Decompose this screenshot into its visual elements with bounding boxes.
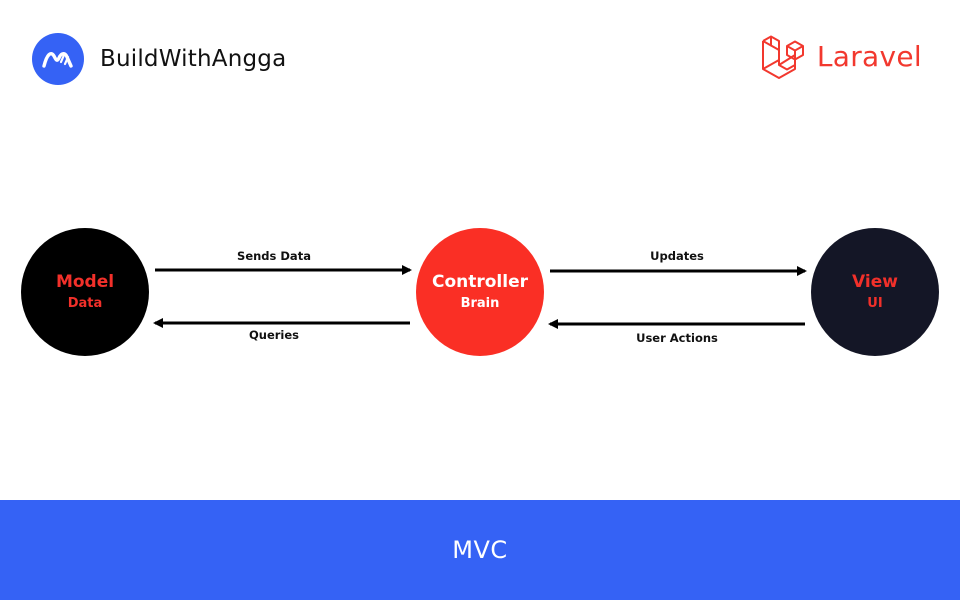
node-view-subtitle: UI [867, 296, 883, 311]
edge-label-updates: Updates [650, 249, 704, 263]
buildwithangga-logo-icon [32, 33, 84, 85]
node-model: Model Data [21, 228, 149, 356]
brand: BuildWithAngga [32, 33, 286, 85]
brand-name: BuildWithAngga [100, 46, 287, 72]
node-model-subtitle: Data [67, 296, 103, 311]
node-model-title: Model [55, 272, 115, 292]
footer-banner: MVC [0, 500, 960, 600]
node-view: View UI [811, 228, 939, 356]
laravel-name: Laravel [816, 40, 922, 73]
footer-title: MVC [452, 536, 508, 564]
node-view-title: View [852, 272, 898, 292]
laravel-logo-icon [761, 35, 804, 79]
edge-label-user-actions: User Actions [636, 331, 718, 345]
node-controller: Controller Brain [416, 228, 544, 356]
node-controller-title: Controller [431, 272, 528, 292]
buildwithangga-logo-mark [42, 52, 73, 68]
edge-label-queries: Queries [248, 328, 300, 342]
edge-label-sends-data: Sends Data [237, 249, 311, 263]
laravel-brand: Laravel [761, 33, 922, 81]
node-controller-subtitle: Brain [460, 296, 500, 311]
